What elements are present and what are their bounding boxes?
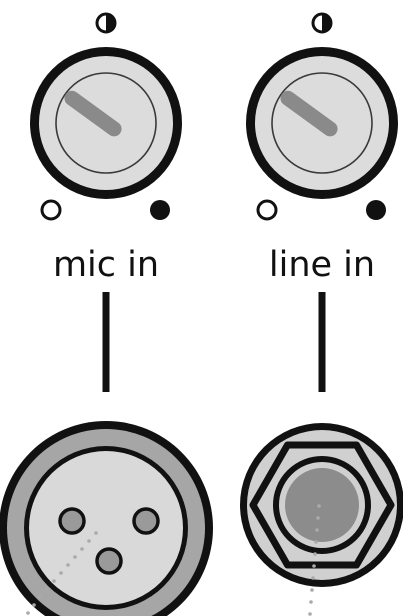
jack-hole bbox=[285, 468, 359, 542]
gain-knob-line[interactable] bbox=[246, 47, 398, 199]
channel-label-mic-in: mic in bbox=[53, 245, 159, 285]
xlr-face bbox=[29, 451, 183, 605]
half-contrast-icon bbox=[95, 12, 117, 34]
knob-inner-ring bbox=[271, 72, 373, 174]
channel-mic-in: mic in bbox=[0, 12, 213, 616]
dotted-guide-xlr bbox=[26, 531, 98, 615]
knob-pointer bbox=[280, 90, 338, 137]
empty-circle-icon bbox=[256, 199, 278, 221]
half-contrast-icon bbox=[311, 12, 333, 34]
gain-knob-mic[interactable] bbox=[30, 47, 182, 199]
xlr-socket[interactable] bbox=[0, 421, 213, 616]
filled-circle-icon bbox=[366, 200, 386, 220]
knob-inner-ring bbox=[55, 72, 157, 174]
quarter-inch-jack-socket[interactable] bbox=[240, 423, 403, 587]
channel-line-in: line in bbox=[240, 12, 403, 616]
xlr-pin-right bbox=[132, 507, 160, 535]
xlr-pin-left bbox=[58, 507, 86, 535]
filled-circle-icon bbox=[150, 200, 170, 220]
xlr-pin-bottom bbox=[95, 547, 123, 575]
empty-circle-icon bbox=[40, 199, 62, 221]
knob-pointer bbox=[64, 90, 122, 137]
channel-label-line-in: line in bbox=[269, 245, 375, 285]
dotted-guide-jack bbox=[308, 504, 321, 616]
